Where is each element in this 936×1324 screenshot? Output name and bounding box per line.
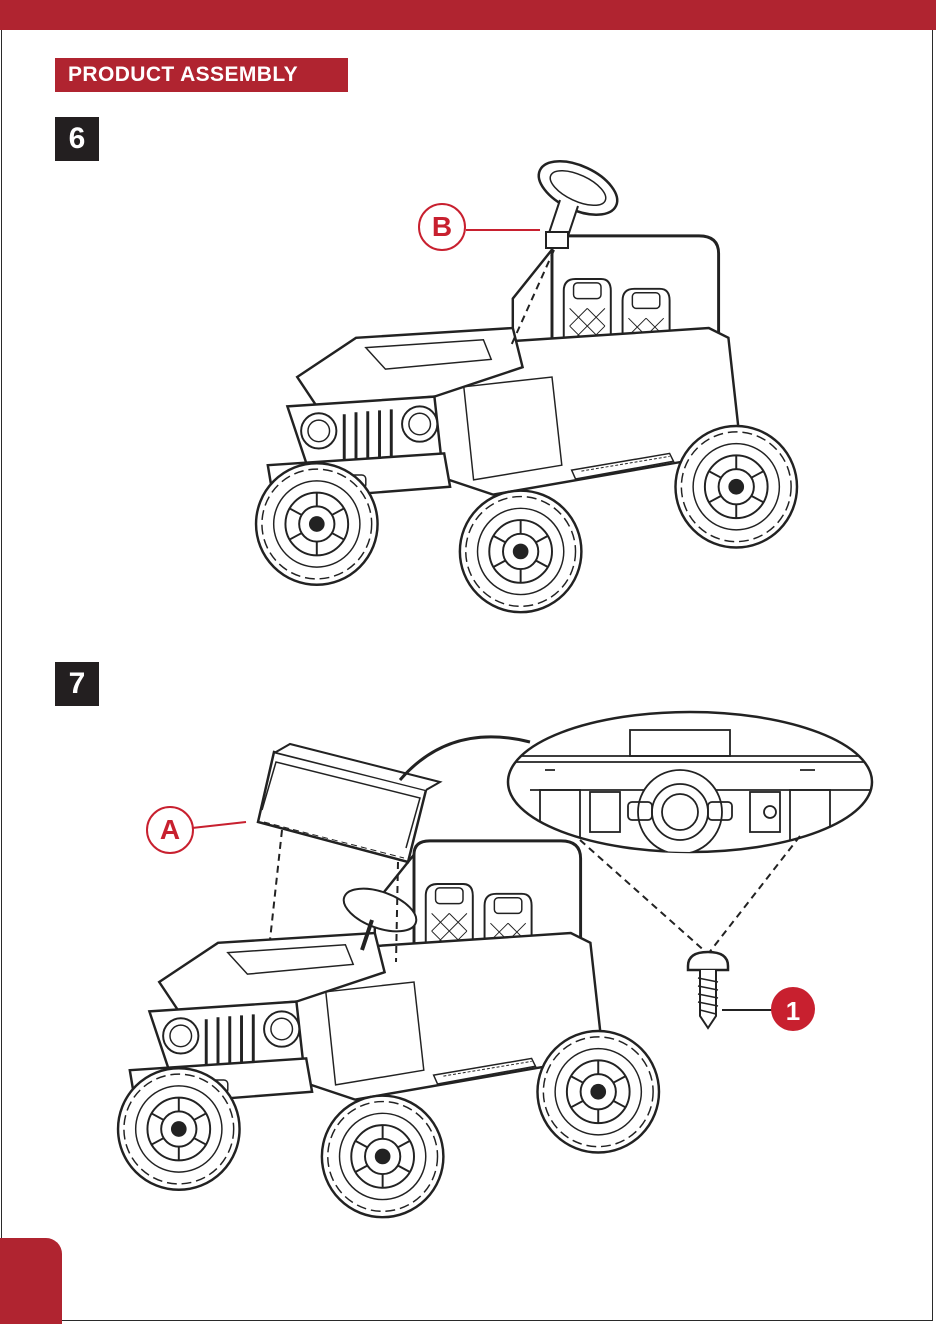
callout-b: B — [418, 203, 466, 251]
screw-illustration — [688, 952, 728, 1028]
steering-wheel-illustration — [531, 150, 626, 248]
callout-a: A — [146, 806, 194, 854]
windshield-panel-illustration — [258, 744, 440, 862]
corner-tab — [0, 1238, 62, 1324]
dashboard-detail-illustration — [508, 712, 872, 854]
callout-1: 1 — [771, 987, 815, 1031]
step-6-jeep-illustration — [256, 236, 797, 612]
